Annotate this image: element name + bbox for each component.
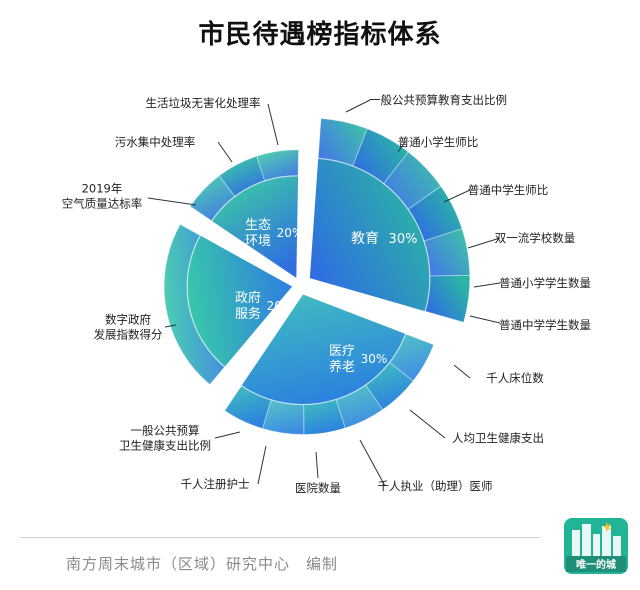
indicator-label: 普通小学学生数量: [499, 276, 591, 290]
leader-line: [214, 431, 241, 439]
indicator-label: 千人注册护士: [181, 477, 250, 491]
indicator-label: 卫生健康支出比例: [119, 439, 211, 453]
indicator-label: 普通中学学生数量: [499, 318, 591, 332]
segment-weight: 30%: [389, 232, 418, 247]
leader-line: [443, 189, 471, 203]
indicator-label: 发展指数得分: [94, 328, 163, 342]
indicator-label: 双一流学校数量: [495, 231, 576, 245]
wedge-医疗养老: [241, 294, 406, 405]
segment-weight: 20%: [267, 299, 294, 313]
segment-label: 政府: [235, 291, 261, 306]
leader-line: [469, 315, 501, 324]
indicator-label: 医院数量: [295, 481, 341, 495]
indicator-label: 一般公共预算: [131, 424, 200, 438]
indicator-label: 生活垃圾无害化处理率: [146, 96, 261, 110]
leader-line: [315, 451, 319, 479]
segment-weight: 20%: [277, 226, 304, 240]
indicator-label: 千人床位数: [486, 371, 544, 385]
leader-line: [257, 445, 267, 485]
leader-line: [217, 141, 233, 163]
chart-title: 市民待遇榜指标体系: [198, 20, 442, 50]
indicator-label: 普通中学生师比: [468, 183, 549, 197]
leader-line: [467, 237, 501, 249]
segment-label: 生态: [245, 218, 271, 233]
leader-line: [147, 197, 197, 206]
leader-line: [409, 409, 446, 439]
indicator-label: 人均卫生健康支出: [452, 431, 544, 445]
indicator-label: 2019年: [82, 182, 123, 196]
wedge-教育: [309, 158, 430, 312]
leader-line: [267, 103, 279, 146]
leader-line: [453, 364, 471, 379]
leader-line: [164, 324, 177, 328]
segment-weight: 30%: [361, 352, 388, 366]
footer-credit: 南方周末城市（区域）研究中心 编制: [66, 555, 339, 573]
leader-line: [473, 282, 501, 288]
outer-ring-segment: [424, 274, 471, 323]
segment-label: 环境: [245, 234, 271, 249]
segment-label: 养老: [329, 359, 355, 375]
brand-logo: 唯一的城: [564, 518, 628, 574]
footer-divider: [20, 537, 540, 538]
wedge-政府服务: [187, 235, 293, 367]
indicator-label: 一般公共预算教育支出比例: [369, 93, 507, 107]
leader-line: [397, 141, 406, 153]
segment-label: 教育: [351, 231, 379, 247]
indicator-label: 普通小学生师比: [398, 135, 479, 149]
segment-label: 服务: [235, 306, 261, 322]
indicator-label: 空气质量达标率: [62, 197, 143, 211]
logo-text: 唯一的城: [576, 558, 616, 571]
indicator-label: 数字政府: [105, 313, 151, 327]
segment-label: 医疗: [329, 344, 355, 359]
indicator-label: 千人执业（助理）医师: [378, 479, 493, 493]
leader-line: [345, 99, 371, 113]
indicator-label: 污水集中处理率: [115, 135, 196, 149]
leader-line: [359, 439, 386, 487]
wedge-生态环境: [211, 175, 299, 278]
